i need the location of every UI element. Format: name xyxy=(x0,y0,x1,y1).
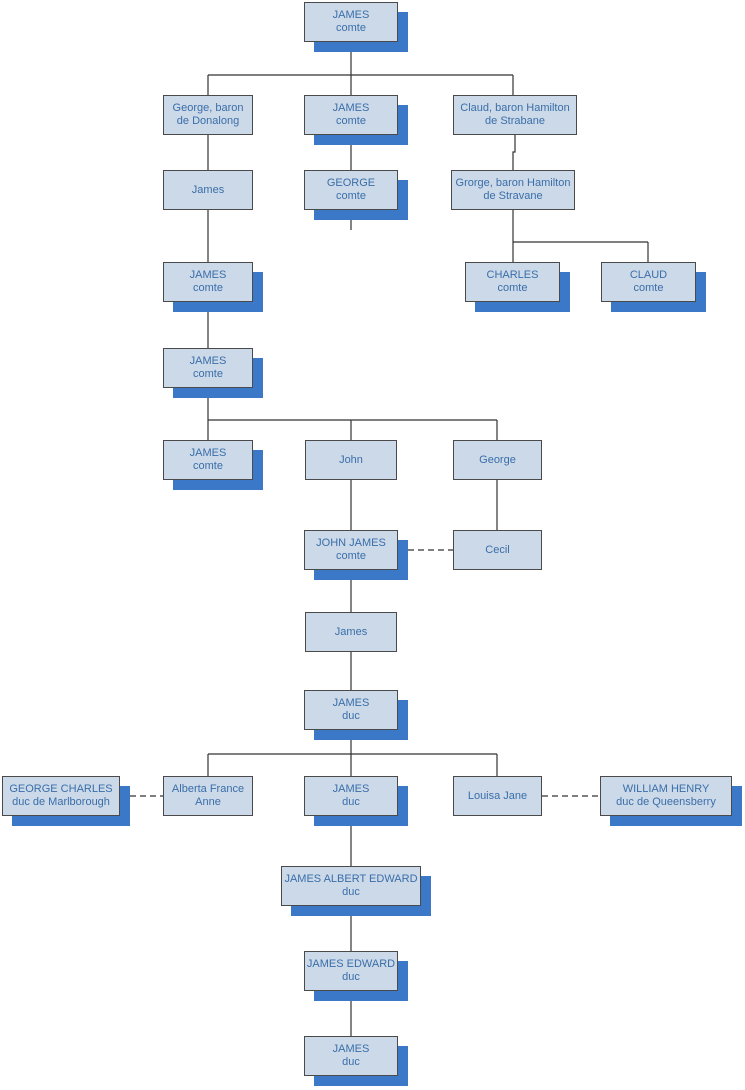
person-node[interactable]: Louisa Jane xyxy=(453,776,542,816)
person-title: duc xyxy=(342,1056,360,1068)
person-title: comte xyxy=(336,550,366,562)
person-title: Anne xyxy=(195,796,221,808)
person-node[interactable]: George xyxy=(453,440,542,480)
person-name: CHARLES xyxy=(486,269,539,281)
person-name: JAMES ALBERT EDWARD xyxy=(284,873,418,885)
person-name: JAMES xyxy=(332,102,370,114)
person-name: JAMES xyxy=(332,783,370,795)
person-name: JAMES xyxy=(332,1043,370,1055)
person-name: Louisa Jane xyxy=(467,789,528,802)
person-name: JAMES xyxy=(332,9,370,21)
person-title: duc xyxy=(342,710,360,722)
person-name: JAMES EDWARD xyxy=(306,958,396,970)
person-name: CLAUD xyxy=(629,269,668,281)
person-title: duc xyxy=(342,796,360,808)
person-name: George, baron xyxy=(172,102,244,114)
person-name: JOHN JAMES xyxy=(316,537,386,549)
person-title: duc de Marlborough xyxy=(12,796,110,808)
person-title: duc xyxy=(342,971,360,983)
person-title: comte xyxy=(336,115,366,127)
person-node[interactable]: John xyxy=(305,440,397,480)
person-name: GEORGE xyxy=(326,177,376,189)
person-title: de Strabane xyxy=(485,115,545,127)
person-title: duc xyxy=(342,886,360,898)
person-name: Cecil xyxy=(485,543,510,556)
person-title: comte xyxy=(336,190,366,202)
person-title: de Stravane xyxy=(483,190,543,202)
person-node[interactable]: James xyxy=(305,612,397,652)
person-title: comte xyxy=(193,460,223,472)
person-title: de Donalong xyxy=(176,115,240,127)
person-name: John xyxy=(339,453,363,466)
person-title: duc de Queensberry xyxy=(616,796,716,808)
connector-line xyxy=(512,135,516,170)
person-name: James xyxy=(334,625,368,638)
person-node[interactable]: Cecil xyxy=(453,530,542,570)
person-name: WILLIAM HENRY xyxy=(622,783,710,795)
person-name: JAMES xyxy=(189,355,227,367)
person-name: JAMES xyxy=(189,447,227,459)
person-name: James xyxy=(191,183,225,196)
person-name: Claud, baron Hamilton xyxy=(460,102,570,114)
person-title: comte xyxy=(193,368,223,380)
person-name: Alberta France xyxy=(171,783,245,795)
person-title: comte xyxy=(193,282,223,294)
person-name: Grorge, baron Hamilton xyxy=(455,177,571,189)
person-node[interactable]: James xyxy=(163,170,253,210)
person-name: George xyxy=(479,453,516,466)
person-name: JAMES xyxy=(332,697,370,709)
person-name: GEORGE CHARLES xyxy=(9,783,113,795)
person-title: comte xyxy=(336,22,366,34)
person-title: comte xyxy=(497,282,528,294)
person-name: JAMES xyxy=(189,269,227,281)
person-title: comte xyxy=(633,282,664,294)
